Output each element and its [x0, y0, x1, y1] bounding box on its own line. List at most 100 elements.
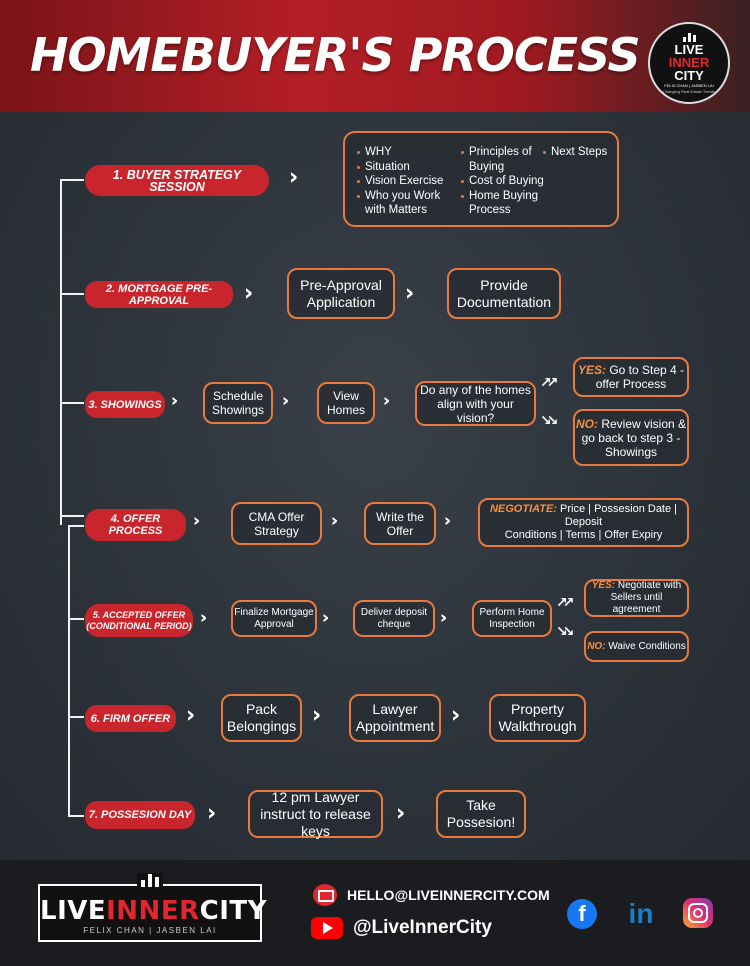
connector-line	[60, 515, 84, 517]
negotiate-box: NEGOTIATE: Price | Possesion Date | Depo…	[478, 498, 689, 547]
facebook-glyph: f	[578, 901, 586, 926]
logo-subtitle: FELIX CHAN | JASBEN LAI	[83, 926, 217, 935]
negotiate-text-wrap: NEGOTIATE: Price | Possesion Date | Depo…	[480, 503, 687, 542]
yes-tag: YES:	[591, 580, 616, 591]
linkedin-glyph: in	[628, 898, 654, 929]
email-row[interactable]: HELLO@LIVEINNERCITY.COM	[313, 884, 550, 906]
box-text: CMA Offer Strategy	[248, 509, 305, 538]
topic-item: Vision Exercise	[357, 174, 462, 189]
step3-no-box: NO: Review vision & go back to step 3 - …	[573, 409, 689, 466]
topic-item: WHY	[357, 145, 462, 160]
vision-question-box: Do any of the homes align with your visi…	[415, 381, 536, 426]
step-5-label-line1: 5. ACCEPTED OFFER	[92, 609, 186, 620]
topic-item: Principles of Buying	[461, 145, 549, 174]
topics-column-1: WHY Situation Vision Exercise Who you Wo…	[357, 145, 462, 218]
badge-logo-line1: LIVE	[674, 42, 704, 57]
pack-belongings-box: Pack Belongings	[221, 694, 302, 742]
pre-approval-application-box: Pre-Approval Application	[287, 268, 395, 319]
box-text: Do any of the homes align with your visi…	[420, 382, 531, 425]
schedule-showings-box: Schedule Showings	[203, 382, 273, 424]
write-offer-box: Write the Offer	[364, 502, 436, 545]
box-text: Schedule Showings	[211, 389, 265, 417]
badge-logo-line2: INNER	[668, 55, 710, 70]
deliver-deposit-box: Deliver deposit cheque	[353, 600, 435, 637]
box-text: Pre-Approval Application	[300, 276, 382, 310]
strategy-topics-box: WHY Situation Vision Exercise Who you Wo…	[343, 131, 619, 227]
box-text: Pack Belongings	[226, 701, 297, 734]
badge-logo-tagline: Changing Real Estate Trends	[662, 89, 716, 94]
step-5-label-line2: (CONDITIONAL PERIOD)	[86, 620, 192, 631]
yes-tag: YES:	[577, 363, 606, 377]
negotiate-line2: Conditions | Terms | Offer Expiry	[504, 529, 663, 541]
youtube-row[interactable]: @LiveInnerCity	[311, 917, 492, 939]
step-5-pill: 5. ACCEPTED OFFER (CONDITIONAL PERIOD)	[85, 604, 193, 637]
logo-live: LIVE	[40, 896, 107, 926]
negotiate-line1: Price | Possesion Date | Deposit	[560, 503, 678, 528]
step5-no-box: NO: Waive Conditions	[584, 631, 689, 662]
no-tag: NO:	[587, 640, 606, 652]
email-link[interactable]: HELLO@LIVEINNERCITY.COM	[347, 887, 550, 903]
topic-item: Situation	[357, 160, 462, 175]
yes-text-wrap: YES: Go to Step 4 - offer Process	[575, 363, 687, 391]
connector-line	[68, 525, 70, 817]
property-walkthrough-box: Property Walkthrough	[489, 694, 586, 742]
linkedin-icon[interactable]: in	[625, 898, 657, 929]
topic-item: Next Steps	[543, 145, 613, 160]
topic-item: Who you Work with Matters	[357, 189, 462, 218]
logo-wordmark: LIVEINNERCITY	[40, 896, 266, 926]
step-7-pill: 7. POSSESION DAY	[85, 801, 195, 829]
yes-text: Go to Step 4 - offer Process	[595, 363, 685, 391]
lawyer-appointment-box: Lawyer Appointment	[349, 694, 441, 742]
no-text: Review vision & go back to step 3 - Show…	[581, 416, 687, 459]
box-text: Provide Documentation	[456, 276, 552, 310]
footer-bar: LIVEINNERCITY FELIX CHAN | JASBEN LAI HE…	[0, 860, 750, 966]
step3-yes-box: YES: Go to Step 4 - offer Process	[573, 357, 689, 397]
step5-yes-box: YES: Negotiate with Sellers until agreem…	[584, 579, 689, 617]
youtube-icon	[311, 917, 343, 939]
logo-inner: INNER	[106, 896, 200, 926]
no-tag: NO:	[575, 416, 598, 431]
instagram-icon[interactable]	[683, 898, 713, 928]
no-text-wrap: NO: Waive Conditions	[587, 641, 686, 653]
logo-city: CITY	[199, 896, 267, 926]
topic-item: Home Buying Process	[461, 189, 549, 218]
badge-logo-line3: CITY	[674, 68, 704, 83]
email-icon	[313, 884, 337, 906]
facebook-icon[interactable]: f	[567, 899, 597, 929]
live-inner-city-logo: LIVEINNERCITY FELIX CHAN | JASBEN LAI	[38, 873, 266, 942]
step-6-pill: 6. FIRM OFFER	[85, 705, 176, 732]
connector-line	[68, 815, 84, 817]
connector-line	[60, 402, 84, 404]
branch-down-arrow-icon: ↘↘	[540, 413, 559, 429]
home-inspection-box: Perform Home Inspection	[472, 600, 552, 637]
connector-line	[68, 618, 84, 620]
box-text: Perform Home Inspection	[479, 606, 545, 630]
cma-offer-strategy-box: CMA Offer Strategy	[231, 502, 322, 545]
connector-line	[68, 525, 84, 527]
box-text: Lawyer Appointment	[355, 701, 435, 734]
connector-line	[60, 180, 62, 525]
badge-logo-names: FELIX CHAN | JASBEN LAI	[664, 83, 714, 88]
topics-column-3: Next Steps	[543, 145, 613, 160]
negotiate-tag: NEGOTIATE:	[489, 503, 557, 515]
finalize-mortgage-box: Finalize Mortgage Approval	[231, 600, 317, 637]
step-2-pill: 2. MORTGAGE PRE-APPROVAL	[85, 281, 233, 308]
youtube-handle-link[interactable]: @LiveInnerCity	[353, 917, 492, 938]
provide-documentation-box: Provide Documentation	[447, 268, 561, 319]
box-text: View Homes	[326, 389, 365, 417]
step-4-pill: 4. OFFER PROCESS	[85, 509, 186, 541]
lawyer-release-keys-box: 12 pm Lawyer instruct to release keys	[248, 788, 383, 839]
step-3-pill: 3. SHOWINGS	[85, 391, 165, 418]
header-banner: HOMEBUYER'S PROCESS LIVE INNER CITY FELI…	[0, 0, 750, 112]
branch-down-arrow-icon: ↘↘	[556, 624, 575, 640]
box-text: Deliver deposit cheque	[360, 606, 428, 630]
topics-column-2: Principles of Buying Cost of Buying Home…	[461, 145, 549, 218]
yes-text: Negotiate with Sellers until agreement	[610, 580, 682, 615]
box-text: 12 pm Lawyer instruct to release keys	[260, 788, 371, 839]
no-text-wrap: NO: Review vision & go back to step 3 - …	[575, 417, 687, 459]
topic-item: Cost of Buying	[461, 174, 549, 189]
yes-text-wrap: YES: Negotiate with Sellers until agreem…	[586, 580, 687, 616]
box-text: Finalize Mortgage Approval	[234, 606, 314, 630]
step-1-pill: 1. BUYER STRATEGY SESSION	[85, 165, 269, 196]
